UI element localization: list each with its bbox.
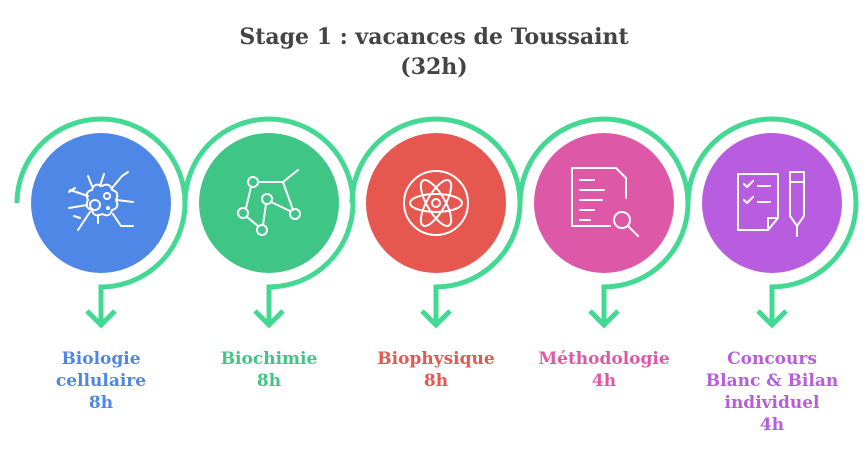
connector-arrow [182, 116, 356, 329]
step-label-line: Blanc & Bilan [705, 371, 839, 391]
page-title: Stage 1 : vacances de Toussaint (32h) [0, 22, 868, 82]
step-label-line: 8h [423, 371, 449, 391]
step-label-line: Biologie [61, 349, 141, 369]
step-label-line: Biochimie [220, 349, 318, 369]
step-label-line: 8h [88, 393, 114, 413]
step-circle [31, 133, 171, 273]
step-label-line: 8h [256, 371, 282, 391]
step-label-line: 4h [759, 415, 785, 435]
title-line-2: (32h) [400, 54, 468, 80]
step-circle [702, 133, 842, 273]
connector-arrow [517, 116, 691, 329]
step-label-line: Biophysique [377, 349, 495, 369]
step-label-line: Concours [727, 349, 817, 369]
connector-arrow [14, 116, 188, 329]
step-label-line: cellulaire [55, 371, 147, 391]
atom-icon [403, 170, 469, 236]
checklist-pen-icon [737, 171, 805, 237]
document-search-icon [571, 167, 639, 237]
molecule-icon [237, 169, 301, 236]
step-circle [366, 133, 506, 273]
connector-arrow [349, 116, 523, 329]
connector-arrow [685, 116, 859, 329]
step-label-line: Méthodologie [538, 349, 670, 369]
step-circle [534, 133, 674, 273]
cell-icon [68, 171, 134, 231]
title-line-1: Stage 1 : vacances de Toussaint [239, 24, 629, 50]
step-label-line: 4h [591, 371, 617, 391]
step-label-line: individuel [724, 393, 820, 413]
